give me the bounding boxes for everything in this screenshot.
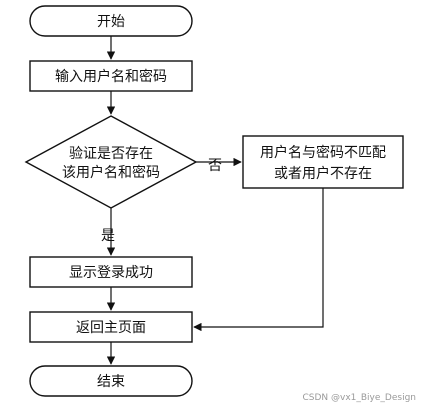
input-process-box xyxy=(29,60,193,92)
arrow-error-to-return xyxy=(193,188,324,332)
success-process-box xyxy=(29,256,193,288)
return-process-label: 返回主页面 xyxy=(76,320,146,336)
decision-label-line2: 该用户名和密码 xyxy=(62,164,160,181)
decision-diamond xyxy=(24,115,198,209)
end-terminal xyxy=(29,365,193,397)
watermark-text: CSDN @vx1_Biye_Design xyxy=(302,393,416,403)
end-label: 结束 xyxy=(97,374,125,390)
success-process-label: 显示登录成功 xyxy=(69,265,153,281)
return-process-box xyxy=(29,311,193,343)
start-label: 开始 xyxy=(97,14,125,30)
yes-branch-label: 是 xyxy=(101,228,115,244)
input-process-label: 输入用户名和密码 xyxy=(55,68,167,85)
decision-label-line1: 验证是否存在 xyxy=(69,146,153,162)
error-label-line1: 用户名与密码不匹配 xyxy=(260,144,386,161)
error-label-line2: 或者用户不存在 xyxy=(274,165,372,182)
no-branch-label: 否 xyxy=(208,158,222,174)
error-process-box xyxy=(242,135,404,189)
